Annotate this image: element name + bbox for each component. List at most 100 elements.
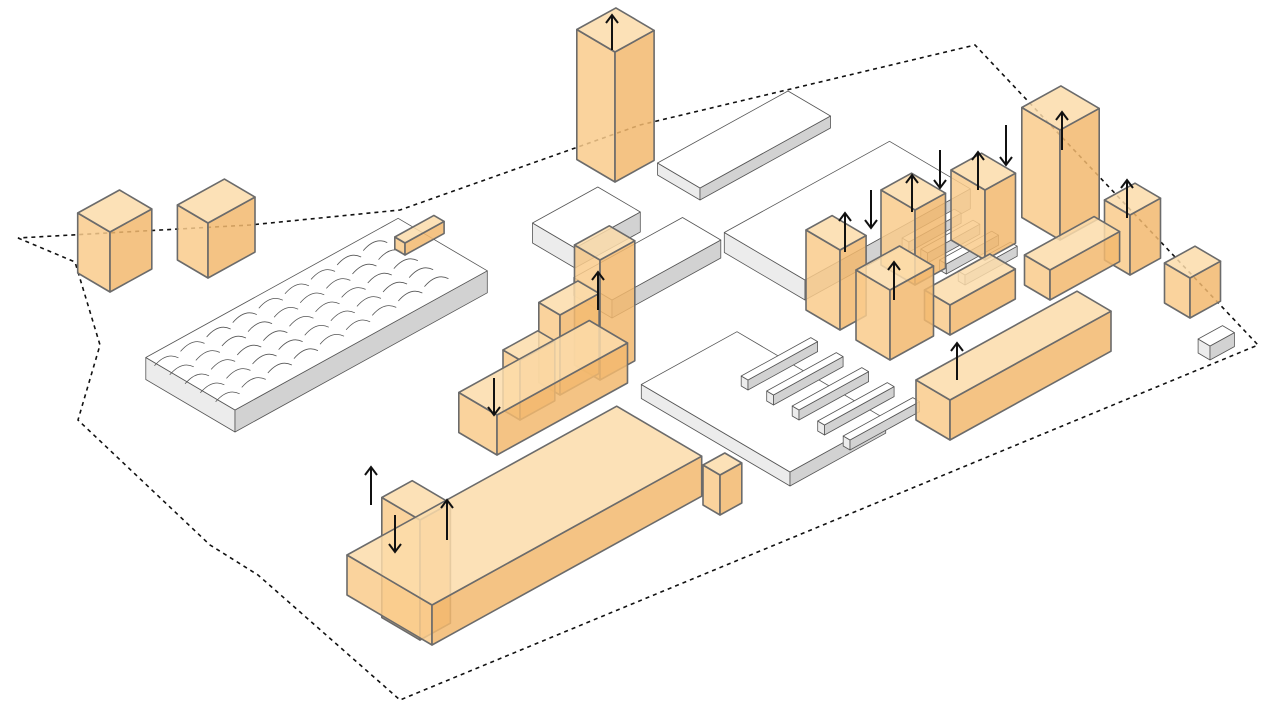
roof-tile <box>352 263 377 275</box>
proposed-cube-center <box>176 178 256 279</box>
arrow-up-icon <box>364 465 378 505</box>
roof-tile <box>336 254 362 266</box>
proposed-tower-right-face <box>614 29 655 183</box>
roof-tile <box>345 319 371 331</box>
roof-tile <box>278 339 303 350</box>
roof-tile <box>326 278 351 289</box>
proposed-east-long-bar <box>915 290 1112 441</box>
proposed-east-block-1-roof <box>805 214 867 251</box>
roof-tile <box>226 368 251 379</box>
height-change-arrows <box>364 13 1134 554</box>
roof-tile <box>258 298 284 309</box>
proposed-south-end-east <box>702 452 743 516</box>
roof-tile <box>367 272 392 284</box>
arrow-up-icon <box>440 498 454 540</box>
arrow-up-icon <box>605 13 619 50</box>
existing-roofed-hall <box>145 217 488 433</box>
existing-small-structure <box>1197 325 1235 361</box>
proposed-east-block-4-roof <box>1103 182 1162 216</box>
arrow-up-icon <box>950 341 964 380</box>
roof-tile <box>267 362 293 374</box>
proposed-south-end-east-roof <box>702 452 743 476</box>
roof-tile <box>180 341 205 352</box>
existing-small-structure-roof <box>1197 325 1235 347</box>
proposed-stepped-base-roof <box>457 319 629 416</box>
roof-tile <box>263 330 288 341</box>
existing-roofed-hall-roof <box>145 217 488 411</box>
roof-tile <box>195 350 221 361</box>
roof-tile <box>424 276 449 287</box>
proposed-buildings <box>76 7 1222 646</box>
proposed-east-block-1 <box>805 214 867 331</box>
proposed-east-bar-1 <box>1023 215 1121 301</box>
roof-tile <box>241 377 266 388</box>
roof-tile <box>371 305 397 316</box>
sawtooth-ridge-roof <box>740 337 818 381</box>
proposed-east-block-3-roof <box>950 152 1017 191</box>
roof-tile <box>215 391 240 403</box>
proposed-tower <box>575 7 655 183</box>
proposed-stepped-mid-roof <box>537 280 600 316</box>
roof-tile <box>247 321 273 332</box>
proposed-tower-roof <box>575 7 655 53</box>
roof-tile <box>154 355 179 367</box>
proposed-stepped-high-roof <box>573 225 636 261</box>
proposed-east-corner-roof <box>1163 245 1222 279</box>
sawtooth-ridge-roof <box>791 367 869 411</box>
existing-north-block-roof <box>657 90 831 189</box>
sawtooth-ridge <box>842 397 920 451</box>
roof-tile <box>169 364 194 376</box>
proposed-south-bar-roof <box>346 405 703 606</box>
proposed-east-tower <box>1020 85 1100 241</box>
proposed-cube-west-roof <box>76 189 153 233</box>
arrow-down-icon <box>864 190 878 230</box>
roof-tile <box>293 348 319 359</box>
arrow-down-icon <box>388 515 402 554</box>
proposed-east-bar-1-roof <box>1023 215 1121 271</box>
sawtooth-ridge <box>740 337 818 391</box>
proposed-south-bar <box>346 405 703 646</box>
arrow-down-icon <box>999 125 1013 167</box>
roof-tile <box>210 359 236 370</box>
roof-tile <box>304 325 329 336</box>
arrow-up-icon <box>887 260 901 300</box>
proposed-small-roof-block <box>393 214 445 256</box>
roof-tile <box>382 281 408 293</box>
arrow-up-icon <box>971 150 985 190</box>
proposed-cube-west <box>76 189 153 293</box>
arrow-up-icon <box>1120 178 1134 218</box>
sawtooth-ridge <box>766 352 844 406</box>
sawtooth-ridge <box>817 382 895 436</box>
sawtooth-ridge-roof <box>842 397 920 441</box>
roof-tile <box>299 292 325 304</box>
arrow-up-icon <box>838 211 852 252</box>
roof-tile <box>393 258 419 269</box>
roof-tile <box>206 326 231 338</box>
sawtooth-ridge-roof <box>766 352 844 396</box>
sawtooth-ridge-roof <box>817 382 895 426</box>
roof-tile <box>200 382 225 394</box>
sawtooth-ridge <box>791 367 869 421</box>
proposed-small-roof-block-roof <box>393 214 445 244</box>
proposed-stepped-base <box>457 319 629 456</box>
proposed-east-block-2-roof <box>880 172 947 211</box>
proposed-cube-center-roof <box>176 178 256 224</box>
proposed-tower-left-face <box>575 28 616 183</box>
arrow-down-icon <box>487 378 501 417</box>
existing-industrial-block-roof <box>532 186 641 249</box>
site-boundary <box>17 44 1260 701</box>
roof-tile <box>252 353 277 365</box>
roof-tile <box>232 312 257 323</box>
arrow-up-icon <box>1055 110 1069 150</box>
roof-tile <box>398 290 423 302</box>
roof-tile <box>273 307 299 318</box>
roof-tile <box>289 316 314 327</box>
roof-tile <box>284 283 310 295</box>
roof-tile <box>341 287 366 298</box>
roof-tile <box>184 373 210 385</box>
arrow-up-icon <box>591 270 605 310</box>
roof-tile <box>310 269 336 280</box>
roof-tile <box>408 267 434 278</box>
roof-tile <box>319 334 345 345</box>
